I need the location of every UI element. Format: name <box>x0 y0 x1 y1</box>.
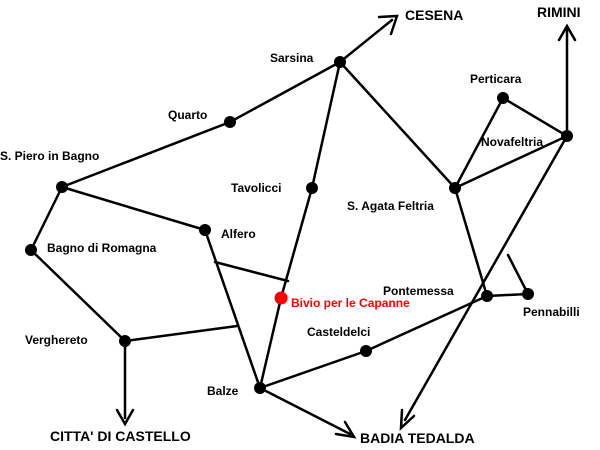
places <box>25 56 573 394</box>
roads <box>29 18 569 436</box>
road-bagno-verghereto <box>29 248 127 343</box>
label-s-agata-feltria: S. Agata Feltria <box>347 199 434 213</box>
arrowhead-badia-tedalda-west <box>334 420 357 439</box>
node-tavolicci[interactable] <box>306 182 318 194</box>
arrowheads <box>115 14 577 439</box>
label-novafeltria: Novafeltria <box>481 135 543 149</box>
node-quarto[interactable] <box>224 116 236 128</box>
label-perticara: Perticara <box>470 72 522 86</box>
label-pontemessa: Pontemessa <box>383 284 454 298</box>
label-sarsina: Sarsina <box>270 51 314 65</box>
node-s-piero-in-bagno[interactable] <box>56 181 68 193</box>
label-badia-tedalda: BADIA TEDALDA <box>360 430 475 446</box>
road-quarto-spiero <box>60 120 232 189</box>
road-alfero-bivio-link <box>213 260 290 283</box>
place-labels: Sarsina Quarto S. Piero in Bagno Bagno d… <box>0 51 580 398</box>
road-pontemessa-pennabilli <box>485 292 530 298</box>
node-perticara[interactable] <box>497 92 509 104</box>
destination-labels: CESENA RIMINI CITTA' DI CASTELLO BADIA T… <box>50 4 581 446</box>
label-balze: Balze <box>207 384 239 398</box>
road-sarsina-quarto <box>228 60 342 124</box>
label-bivio-per-le-capanne: Bivio per le Capanne <box>291 296 410 310</box>
node-verghereto[interactable] <box>119 335 131 347</box>
label-quarto: Quarto <box>168 108 207 122</box>
arrowhead-rimini <box>557 23 577 42</box>
road-sagata-novafeltria <box>453 134 569 190</box>
road-spiero-bagno <box>29 185 64 252</box>
road-sarsina-sagata <box>338 60 457 190</box>
node-s-agata-feltria[interactable] <box>449 182 461 194</box>
road-verghereto-link <box>123 324 239 343</box>
label-casteldelci: Casteldelci <box>307 325 370 339</box>
label-pennabilli: Pennabilli <box>523 305 580 319</box>
node-bagno-di-romagna[interactable] <box>25 244 37 256</box>
label-verghereto: Verghereto <box>25 333 88 347</box>
label-s-piero-in-bagno: S. Piero in Bagno <box>0 149 99 163</box>
node-balze[interactable] <box>254 382 266 394</box>
node-pontemessa[interactable] <box>481 290 493 302</box>
node-pennabilli[interactable] <box>522 288 534 300</box>
road-sarsina-tavolicci <box>310 60 342 190</box>
road-perticara-novafeltria <box>501 96 569 138</box>
road-pennabilli-link <box>506 253 530 296</box>
road-balze-casteldelci <box>258 349 368 390</box>
road-novafeltria-badiatedalda <box>403 134 569 422</box>
road-alfero-balze <box>203 228 262 390</box>
node-sarsina[interactable] <box>334 56 346 68</box>
node-casteldelci[interactable] <box>360 345 372 357</box>
road-casteldelci-pontemessa <box>364 294 489 353</box>
road-spiero-alfero <box>60 185 207 232</box>
label-citta-di-castello: CITTA' DI CASTELLO <box>50 428 191 444</box>
label-cesena: CESENA <box>405 7 463 23</box>
node-novafeltria[interactable] <box>561 130 573 142</box>
label-bagno-di-romagna: Bagno di Romagna <box>47 241 157 255</box>
road-tavolicci-bivio <box>279 186 314 300</box>
arrowhead-badia-tedalda-east <box>399 408 416 432</box>
road-balze-badiatedalda <box>258 386 352 436</box>
road-sarsina-cesena <box>338 18 394 64</box>
road-bivio-balze <box>258 296 283 390</box>
arrowhead-cesena <box>377 14 399 36</box>
node-bivio-per-le-capanne[interactable] <box>274 291 288 305</box>
node-alfero[interactable] <box>199 224 211 236</box>
label-tavolicci: Tavolicci <box>231 181 281 195</box>
label-alfero: Alfero <box>221 227 256 241</box>
road-sagata-perticara <box>453 96 505 190</box>
label-rimini: RIMINI <box>537 4 581 20</box>
road-sagata-pontemessa <box>453 186 489 298</box>
arrowhead-citta-di-castello <box>115 408 135 427</box>
